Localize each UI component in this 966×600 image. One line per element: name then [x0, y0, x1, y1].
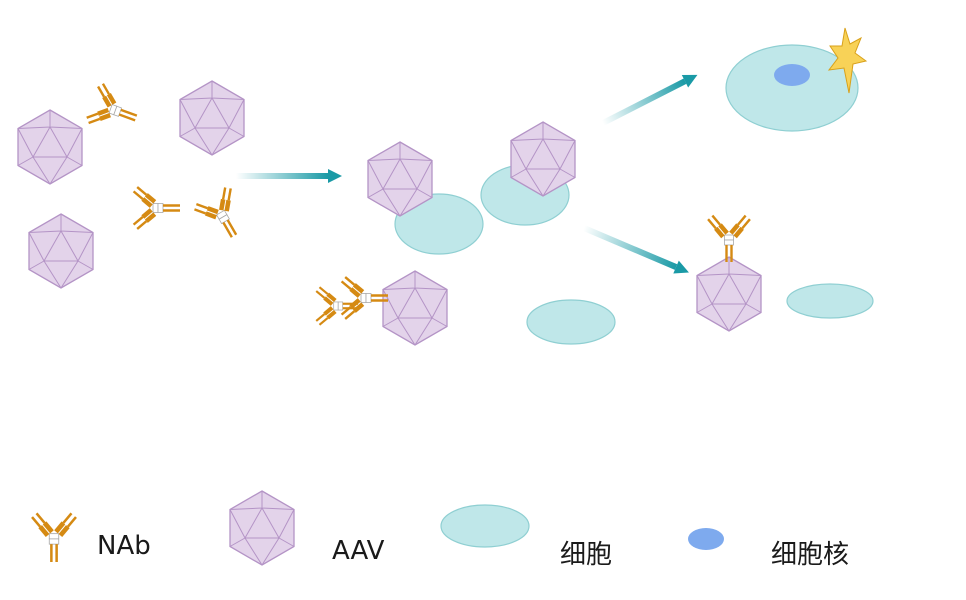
cell-shape: [786, 283, 874, 319]
cell-nucleus-shape: [774, 64, 810, 86]
aav-capsid-icon: [179, 80, 245, 156]
legend-nucleus-icon: [688, 528, 724, 550]
aav-capsid-icon: [696, 256, 762, 332]
aav-capsid-icon: [17, 109, 83, 185]
arrow-step-2-neutralized: [582, 225, 689, 274]
legend-label-nab: NAb: [97, 531, 151, 561]
nab-antibody-icon: [338, 274, 390, 322]
transduced-cell-shape: [725, 44, 859, 132]
arrow-step-1: [236, 169, 342, 183]
legend-label-aav: AAV: [332, 536, 385, 566]
legend-label-cell: 细胞: [560, 540, 613, 570]
nab-antibody-icon: [82, 79, 145, 141]
nab-antibody-icon: [130, 184, 182, 232]
legend-aav-icon: [229, 490, 295, 566]
expression-star-icon: [827, 27, 868, 94]
cell-shape: [394, 193, 484, 255]
legend: [28, 490, 724, 566]
legend-nab-icon: [28, 510, 80, 564]
legend-cell-icon: [440, 504, 530, 548]
legend-label-nucleus: 细胞核: [771, 540, 850, 570]
nab-antibody-icon: [705, 212, 753, 264]
nab-antibody-icon: [189, 182, 255, 249]
arrow-step-2-infection: [601, 74, 698, 126]
aav-capsid-icon: [28, 213, 94, 289]
aav-capsid-icon: [382, 270, 448, 346]
cell-shape: [526, 299, 616, 345]
